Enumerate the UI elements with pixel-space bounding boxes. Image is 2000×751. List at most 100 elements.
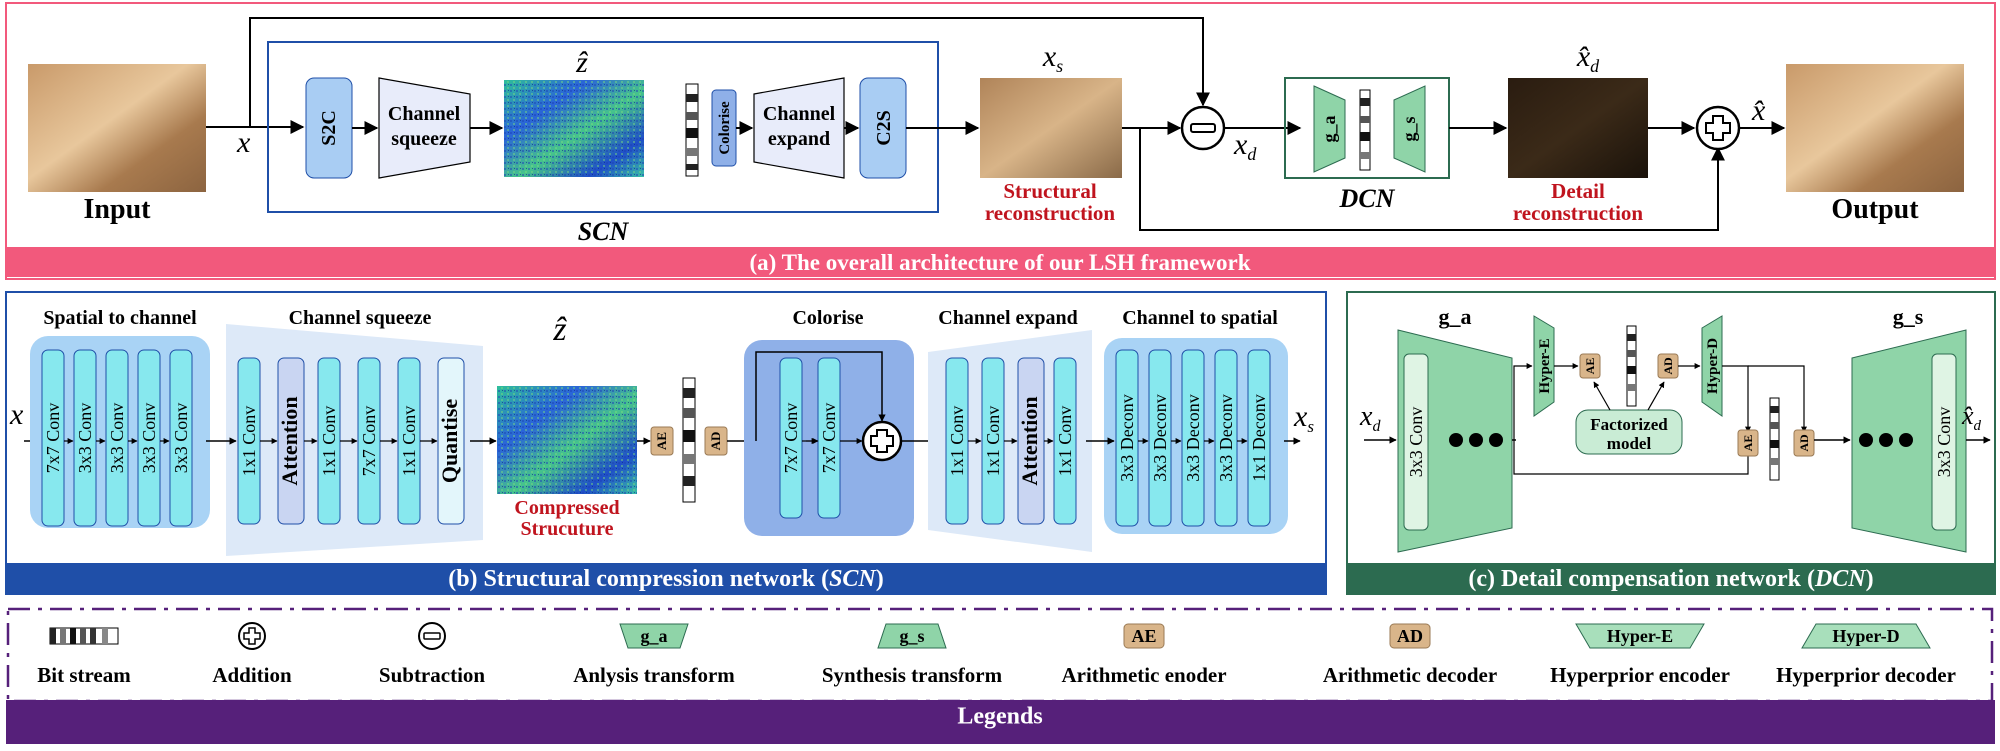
legend-label: Addition: [212, 663, 292, 687]
s2c-text: S2C: [318, 110, 340, 146]
scn-caption: (b) Structural compression network (SCN): [448, 566, 884, 592]
factorized-text-1: Factorized: [1590, 415, 1668, 434]
legend-label: Hyperprior decoder: [1776, 663, 1956, 687]
structural-text-1: Structural: [1003, 179, 1096, 203]
c2s-layer: [1115, 349, 1139, 527]
detail-text-2: reconstruction: [1513, 201, 1644, 225]
channel-squeeze-text-1: Channel: [388, 103, 461, 125]
expand-layer: [1053, 357, 1077, 525]
hyper-d-to-ad-arrow: [1748, 365, 1807, 433]
legend-symbol-text: g_s: [899, 626, 924, 646]
s2c-layer-label: 3x3 Conv: [171, 403, 191, 474]
dcn-main-bitstream: [1769, 397, 1780, 481]
expand-layer-label: 1x1 Conv: [947, 406, 967, 477]
x-label: x: [236, 126, 251, 159]
dcn-gs-layer-text: 3x3 Conv: [1934, 407, 1954, 478]
channel-expand-title: Channel expand: [938, 307, 1078, 329]
s2c-layer-label: 3x3 Conv: [139, 403, 159, 474]
legend-symbol-text: AD: [1397, 626, 1423, 646]
dcn-bitstream: [1359, 89, 1371, 171]
detail-reconstruction-image: [1508, 78, 1648, 178]
dcn-caption-bar: [1347, 563, 1995, 594]
dcn-panel: (c) Detail compensation network (DCN) xd…: [1346, 291, 1996, 595]
s2c-layer: [41, 349, 65, 527]
c2s-layer: [1148, 349, 1172, 527]
colorise-addition: [861, 420, 903, 462]
dcn-main-ad-text: AD: [1797, 434, 1811, 452]
channel-expand-text-1: Channel: [763, 103, 836, 125]
s2c-layer: [169, 349, 193, 527]
dcn-ga-title: g_a: [1439, 304, 1472, 329]
dcn-main-ae-text: AE: [1741, 435, 1755, 452]
dcn-hyper-ae: [1579, 353, 1601, 379]
overall-ga-shape: [1313, 85, 1346, 173]
dcn-xd-input: xd: [1359, 401, 1381, 435]
c2s-layer-label: 3x3 Deconv: [1216, 394, 1236, 481]
x-hat-label: x̂: [1751, 94, 1766, 127]
scn-panel: (b) Structural compression network (SCN)…: [5, 291, 1327, 595]
s2c-layer-label: 7x7 Conv: [43, 403, 63, 474]
dcn-hyper-bitstream: [1626, 325, 1637, 407]
subtraction-operator: [1180, 105, 1226, 151]
structural-to-add-arrow: [1139, 128, 1725, 231]
xs-label: xs: [1042, 40, 1063, 76]
dcn-ga-layer: [1403, 353, 1429, 531]
colorise-layer-label: 7x7 Conv: [781, 403, 801, 474]
legend-ga-icon: [619, 623, 689, 649]
dcn-hyper-ae-text: AE: [1583, 358, 1597, 375]
s2c-layer: [105, 349, 129, 527]
scn-ae-text: AE: [654, 432, 669, 450]
legend-label: Synthesis transform: [822, 663, 1003, 687]
legend-symbol-text: Hyper-E: [1607, 626, 1673, 646]
scn-caption-bar: [6, 563, 1326, 594]
scn-x-input: x: [9, 398, 24, 431]
overall-caption: (a) The overall architecture of our LSH …: [749, 250, 1250, 275]
legend-label: Arithmetic decoder: [1323, 663, 1497, 687]
c2s-layer-label: 3x3 Deconv: [1150, 394, 1170, 481]
c2s-text: C2S: [873, 110, 895, 146]
legend-hyper-d-icon: [1801, 623, 1931, 649]
dcn-ga-layer-text: 3x3 Conv: [1406, 407, 1426, 478]
dcn-hyper-ad-text: AD: [1661, 357, 1675, 375]
c2s-layer-label: 1x1 Deconv: [1249, 394, 1269, 481]
dcn-main-ae: [1737, 429, 1759, 457]
expand-layer-label: 1x1 Conv: [983, 406, 1003, 477]
s2c-layer-label: 3x3 Conv: [75, 403, 95, 474]
legend-hyper-e-icon: [1575, 623, 1705, 649]
overall-frame: [5, 2, 1996, 280]
scn-label: SCN: [578, 217, 630, 246]
squeeze-layer-label: 1x1 Conv: [319, 406, 339, 477]
overall-panel: (a) The overall architecture of our LSH …: [5, 2, 1996, 280]
squeeze-layer-label: Attention: [277, 396, 302, 485]
legend-label: Bit stream: [37, 663, 131, 687]
input-image: [28, 64, 206, 192]
dcn-label: DCN: [1339, 184, 1396, 213]
spatial-to-channel-title: Spatial to channel: [43, 307, 197, 329]
ga-to-hyper-e-arrow: [1513, 363, 1533, 440]
overall-bitstream: [685, 83, 699, 177]
xd-hat-label: x̂d: [1576, 40, 1600, 76]
channel-squeeze-title: Channel squeeze: [289, 307, 432, 329]
colorise-text: Colorise: [717, 101, 733, 155]
colorise-residual-arrow: [755, 351, 886, 441]
structural-reconstruction-image: [980, 78, 1122, 178]
addition-operator: [1695, 105, 1741, 151]
z-hat-image-noise: [504, 80, 644, 177]
channel-to-spatial-title: Channel to spatial: [1122, 307, 1278, 329]
s2c-layer: [73, 349, 97, 527]
structural-text-2: reconstruction: [985, 201, 1116, 225]
colorise-layer: [779, 357, 803, 519]
channel-squeeze-text-2: squeeze: [391, 128, 457, 150]
expand-layer-label: 1x1 Conv: [1055, 406, 1075, 477]
scn-z-hat-label: ẑ: [552, 311, 567, 348]
c2s-layer: [1247, 349, 1271, 527]
